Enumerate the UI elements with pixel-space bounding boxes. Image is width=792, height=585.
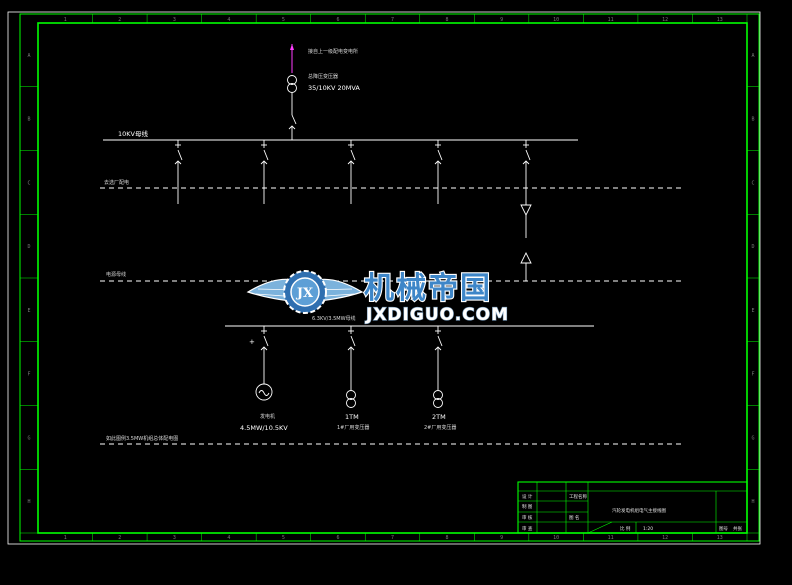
source-arrow-icon bbox=[290, 44, 294, 50]
generator-rating: 4.5MW/10.5KV bbox=[240, 424, 288, 432]
grid-tick-top: 10 bbox=[553, 17, 559, 23]
tb-sheet-no: 共张 bbox=[733, 525, 742, 532]
grid-tick-bottom: 12 bbox=[662, 535, 668, 541]
grid-tick-top: 9 bbox=[500, 17, 503, 23]
grid-tick-left: E bbox=[27, 308, 30, 314]
grid-tick-left: G bbox=[27, 435, 30, 441]
power-supply-label: 电源母线 bbox=[106, 271, 126, 278]
bus-10kv-label: 10KV母线 bbox=[118, 129, 148, 138]
bus-6kv-label: 6.3KV/3.5MW母线 bbox=[312, 315, 356, 322]
grid-tick-left: H bbox=[27, 499, 30, 505]
grid-frame bbox=[19, 13, 760, 542]
transformer-2-breaker bbox=[434, 326, 443, 390]
grid-tick-bottom: 8 bbox=[446, 535, 449, 541]
grid-tick-top: 11 bbox=[608, 17, 614, 23]
grid-tick-bottom: 2 bbox=[118, 535, 121, 541]
transformer-1-breaker bbox=[347, 326, 356, 390]
tb-row-review: 审 查 bbox=[522, 525, 533, 532]
grid-tick-bottom: 13 bbox=[717, 535, 723, 541]
grid-tick-right: C bbox=[751, 180, 754, 186]
grid-tick-left: A bbox=[27, 53, 30, 59]
generator-breaker bbox=[260, 326, 269, 384]
grid-tick-right: F bbox=[751, 372, 754, 378]
tie-feeder bbox=[520, 188, 532, 281]
grid-tick-top: 8 bbox=[446, 17, 449, 23]
title-block: 设 计 制 图 审 核 审 查 工程名称 图 名 汽轮发电机组电气主接线图 比 … bbox=[517, 481, 748, 534]
watermark-cn-text: 机械帝国 bbox=[364, 271, 492, 306]
outgoing-feeders bbox=[174, 140, 531, 204]
grid-tick-top: 7 bbox=[391, 17, 394, 23]
grid-tick-top: 13 bbox=[717, 17, 723, 23]
grid-tick-right: G bbox=[751, 435, 754, 441]
generator-icon bbox=[255, 383, 273, 401]
transformer-2-icon bbox=[433, 390, 443, 408]
feeder-breaker-4 bbox=[434, 140, 443, 204]
grid-tick-top: 2 bbox=[118, 17, 121, 23]
grid-tick-top: 4 bbox=[227, 17, 230, 23]
main-breaker-icon bbox=[288, 93, 297, 140]
grid-tick-top: 12 bbox=[662, 17, 668, 23]
feeder-breaker-2 bbox=[260, 140, 269, 204]
grid-tick-top: 6 bbox=[336, 17, 339, 23]
tb-scale-label: 比 例 bbox=[620, 525, 631, 532]
main-transformer-icon bbox=[287, 75, 297, 93]
grid-tick-bottom: 7 bbox=[391, 535, 394, 541]
main-transformer-rating: 35/10KV 20MVA bbox=[308, 84, 360, 92]
grid-tick-right: H bbox=[751, 499, 754, 505]
lower-feeders bbox=[260, 326, 443, 390]
grid-tick-left: D bbox=[27, 244, 30, 250]
generator-plus-mark: + bbox=[249, 338, 255, 346]
tb-row-design: 设 计 bbox=[522, 493, 533, 500]
transformer-2-label: 2TM bbox=[432, 413, 446, 421]
generator-label: 发电机 bbox=[260, 413, 275, 420]
grid-tick-bottom: 5 bbox=[282, 535, 285, 541]
transformer-1-desc: 1#厂用变压器 bbox=[337, 424, 369, 431]
grid-tick-right: B bbox=[751, 117, 754, 123]
mill-supply-label: 去选厂配电 bbox=[104, 179, 129, 186]
grid-tick-left: B bbox=[27, 117, 30, 123]
watermark-en-text: JXDIGUO.COM bbox=[365, 305, 509, 325]
tb-drawing-title: 汽轮发电机组电气主接线图 bbox=[612, 507, 666, 514]
left-grid-ticks: A A B B C C D D E E F F G G H H bbox=[20, 53, 759, 534]
tb-sheet-label: 图号 bbox=[719, 526, 728, 532]
grid-tick-bottom: 6 bbox=[336, 535, 339, 541]
tb-row-check: 审 核 bbox=[522, 514, 533, 521]
outer-sheet-border bbox=[7, 11, 761, 545]
grid-tick-top: 3 bbox=[173, 17, 176, 23]
grid-tick-left: C bbox=[27, 180, 30, 186]
grid-tick-bottom: 11 bbox=[608, 535, 614, 541]
tb-scale-value: 1:20 bbox=[643, 526, 653, 532]
transformer-1-label: 1TM bbox=[345, 413, 359, 421]
tb-project-label: 工程名称 bbox=[569, 493, 587, 500]
tb-row-draw: 制 图 bbox=[522, 503, 533, 510]
transformer-2-desc: 2#厂用变压器 bbox=[424, 424, 456, 431]
source-label: 接自上一级配电变电所 bbox=[308, 48, 358, 55]
grid-tick-right: A bbox=[751, 53, 754, 59]
grid-tick-bottom: 3 bbox=[173, 535, 176, 541]
watermark-badge: JX bbox=[296, 286, 314, 301]
transformer-1-icon bbox=[346, 390, 356, 408]
main-transformer-label: 总降压变压器 bbox=[308, 73, 338, 80]
grid-tick-top: 1 bbox=[64, 17, 67, 23]
feeder-breaker-3 bbox=[347, 140, 356, 204]
grid-tick-bottom: 1 bbox=[64, 535, 67, 541]
grid-tick-bottom: 10 bbox=[553, 535, 559, 541]
feeder-breaker-5 bbox=[522, 140, 531, 188]
grid-tick-left: F bbox=[27, 372, 30, 378]
grid-tick-bottom: 9 bbox=[500, 535, 503, 541]
grid-tick-bottom: 4 bbox=[227, 535, 230, 541]
grid-tick-right: E bbox=[751, 308, 754, 314]
bottom-line-label: 如此图例3.5MW机组总体配电图 bbox=[106, 435, 178, 442]
feeder-breaker-1 bbox=[174, 140, 183, 204]
watermark-logo: JX bbox=[246, 270, 364, 314]
grid-tick-right: D bbox=[751, 244, 754, 250]
tb-name-label: 图 名 bbox=[569, 514, 579, 521]
grid-tick-top: 5 bbox=[282, 17, 285, 23]
